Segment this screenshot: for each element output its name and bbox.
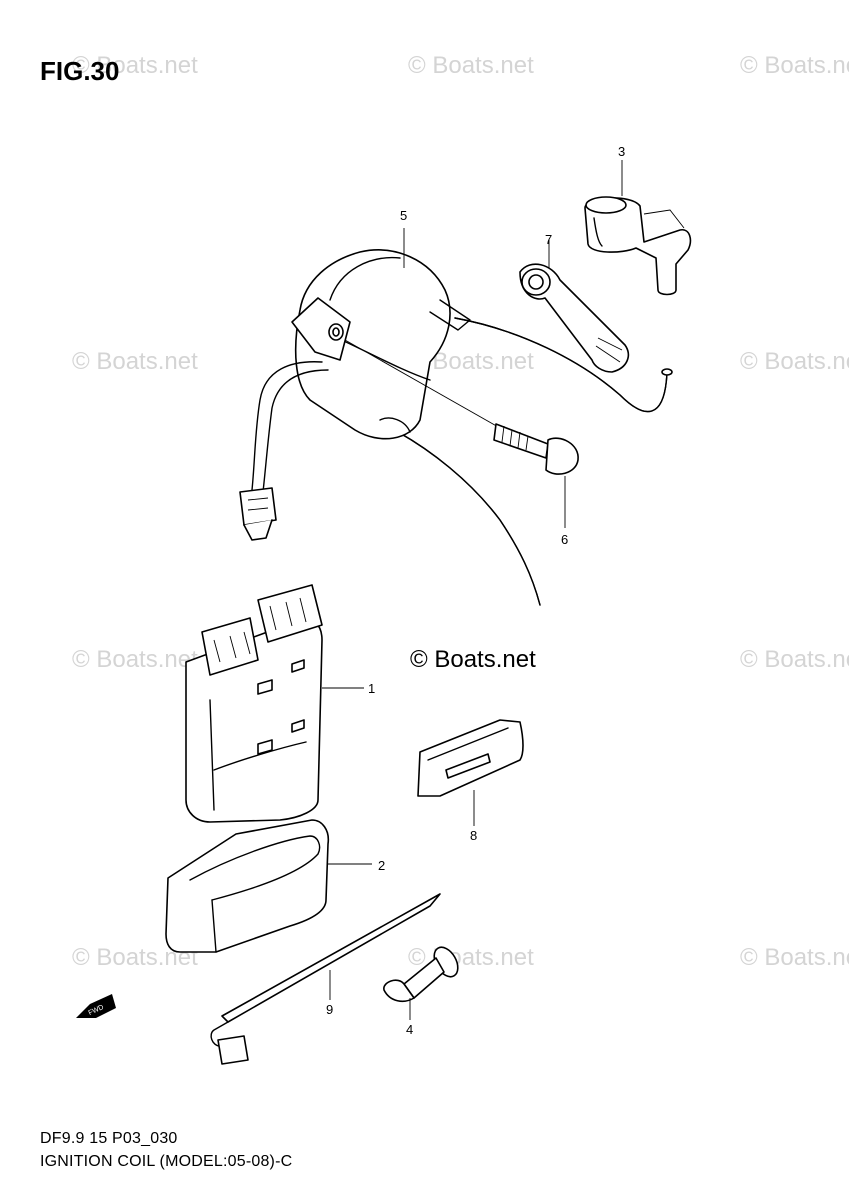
ignition-coil-drawing bbox=[239, 228, 673, 606]
diagram-code: DF9.9 15 P03_030 bbox=[40, 1130, 178, 1147]
bolt-drawing bbox=[344, 339, 579, 528]
cdi-unit-drawing bbox=[185, 584, 364, 823]
clip-drawing bbox=[417, 719, 524, 826]
push-rivet-drawing bbox=[383, 946, 459, 1020]
copyright-notice: © Boats.net bbox=[410, 646, 536, 673]
part-number-8: 8 bbox=[470, 828, 477, 843]
watermark: © Boats.net bbox=[72, 646, 198, 673]
part-number-5: 5 bbox=[400, 208, 407, 223]
part-number-6: 6 bbox=[561, 532, 568, 547]
part-number-2: 2 bbox=[378, 858, 385, 873]
part-number-4: 4 bbox=[406, 1022, 413, 1037]
watermark: © Boats.net bbox=[740, 52, 849, 79]
holder-drawing bbox=[165, 819, 372, 953]
part-number-1: 1 bbox=[368, 681, 375, 696]
forward-arrow-icon bbox=[76, 994, 116, 1018]
cable-tie-drawing bbox=[210, 893, 441, 1065]
part-number-3: 3 bbox=[618, 144, 625, 159]
watermark: © Boats.net bbox=[72, 348, 198, 375]
watermark: © Boats.net bbox=[740, 944, 849, 971]
watermark: © Boats.net bbox=[72, 52, 198, 79]
figure-label: FIG.30 bbox=[40, 56, 120, 86]
part-number-9: 9 bbox=[326, 1002, 333, 1017]
watermark: © Boats.net bbox=[740, 646, 849, 673]
watermark: © Boats.net bbox=[740, 348, 849, 375]
sleeve-drawing bbox=[519, 240, 629, 373]
part-number-7: 7 bbox=[545, 232, 552, 247]
watermark: © Boats.net bbox=[408, 52, 534, 79]
plug-cap-drawing bbox=[584, 160, 692, 296]
diagram-caption: IGNITION COIL (MODEL:05-08)-C bbox=[40, 1153, 293, 1170]
